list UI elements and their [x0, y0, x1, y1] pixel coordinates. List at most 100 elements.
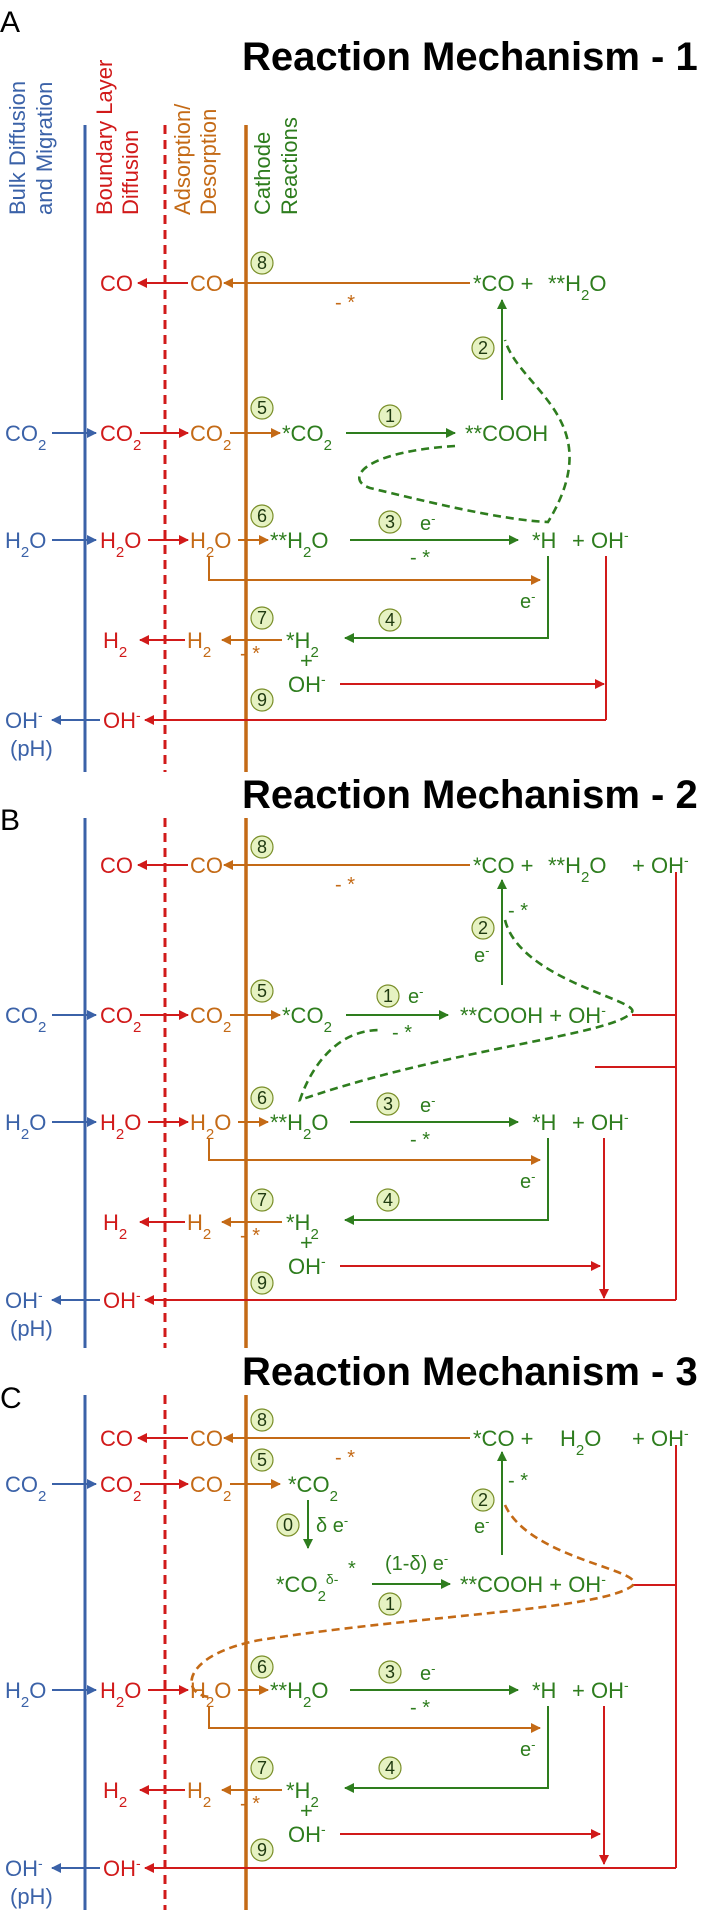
species-label: - * — [392, 1022, 412, 1044]
species-label: 2 — [478, 918, 488, 938]
species-label: - — [601, 1002, 606, 1018]
step-marker — [376, 1092, 400, 1116]
species-label: CO2 — [190, 1472, 231, 1505]
species-label: e — [420, 1095, 431, 1117]
species-label: CO2 — [190, 1003, 231, 1036]
species-label: 1 — [385, 406, 395, 426]
species-label: 2 — [310, 644, 318, 661]
species-label: + OH — [572, 1678, 624, 1703]
species-label: H — [560, 1426, 576, 1451]
species-label: 2 — [203, 1226, 211, 1243]
species-label: + OH — [572, 528, 624, 553]
species-label: - * — [335, 1447, 355, 1469]
species-label: H — [190, 1678, 206, 1703]
species-label: Reactions — [277, 117, 302, 215]
species-label: H — [5, 1678, 21, 1703]
species-label: e- — [474, 1514, 489, 1539]
species-label: 2 — [206, 1126, 214, 1143]
species-label: CO — [5, 421, 38, 446]
panel-title-a: Reaction Mechanism - 1 — [242, 35, 698, 79]
step-marker — [250, 1271, 274, 1295]
species-label: 2 — [203, 1794, 211, 1811]
species-label: + OH- — [572, 1677, 629, 1703]
species-label: (pH) — [10, 1884, 53, 1909]
species-label: 2 — [310, 1794, 318, 1811]
species-label: 4 — [385, 610, 395, 630]
species-label: **H — [270, 1678, 303, 1703]
species-label: OH- — [103, 1855, 141, 1881]
species-label: *CO2 — [288, 1472, 338, 1505]
ph-label: (pH) — [10, 736, 53, 761]
species-label: CO — [5, 1003, 38, 1028]
species-label: - — [38, 1855, 43, 1871]
h2-boundary: H2 — [103, 628, 127, 661]
species-label: H2 — [103, 1778, 127, 1811]
species-label: 3 — [383, 1094, 393, 1114]
step-marker — [250, 1655, 274, 1679]
species-label: *H — [532, 1678, 556, 1703]
h2o-bulk: H2O — [5, 528, 46, 561]
species-label: *CO + — [473, 853, 534, 878]
plus-oh: + OH- — [572, 527, 629, 553]
reaction-arrow — [595, 872, 677, 1068]
species-label: - — [601, 1571, 606, 1587]
step-marker — [471, 916, 495, 940]
species-label: O — [311, 528, 328, 553]
species-label: H2O — [190, 1678, 231, 1711]
step-marker — [471, 1488, 495, 1512]
species-label: OH- — [288, 1253, 326, 1279]
species-label: O — [124, 1678, 141, 1703]
species-label: 2 — [330, 1488, 338, 1505]
species-label: 8 — [257, 837, 267, 857]
species-label: OH- — [5, 1855, 43, 1881]
species-label: *CO2δ- — [276, 1571, 339, 1605]
step-6 — [250, 504, 274, 528]
species-label: 2 — [116, 544, 124, 561]
species-label: 5 — [257, 398, 267, 418]
species-label: 2 — [303, 1126, 311, 1143]
star-star-h2o-row: **H2O — [270, 528, 328, 561]
species-label: Cathode — [250, 132, 275, 215]
species-label: O — [124, 528, 141, 553]
species-label: OH — [288, 1254, 321, 1279]
species-label: O — [589, 853, 606, 878]
species-label: 8 — [257, 253, 267, 273]
header-cathode: Cathode Reactions — [250, 117, 302, 215]
panel-c: C Reaction Mechanism - 3 CO CO - * *CO +… — [0, 1350, 698, 1910]
species-label: OH- — [103, 1287, 141, 1313]
species-label: 9 — [257, 1273, 267, 1293]
species-label: 2 — [581, 287, 589, 304]
step-4 — [378, 608, 402, 632]
species-label: e — [520, 1171, 531, 1193]
species-label: e- — [420, 1661, 435, 1686]
species-label: - — [531, 1737, 535, 1752]
panel-title-c: Reaction Mechanism - 3 — [242, 1350, 698, 1394]
species-label: - — [136, 1855, 141, 1871]
species-label: O — [29, 1678, 46, 1703]
species-label: *CO — [282, 1003, 324, 1028]
species-label: CO — [190, 421, 223, 446]
species-label: - — [431, 1093, 435, 1108]
species-label: - * — [240, 1793, 260, 1815]
species-label: **H2O — [270, 1110, 328, 1143]
species-label: 6 — [257, 1088, 267, 1108]
species-label: 2 — [206, 544, 214, 561]
species-label: 2 — [133, 1488, 141, 1505]
reaction-arrow — [208, 557, 541, 585]
step-marker — [250, 1838, 274, 1862]
species-label: CO — [100, 1426, 133, 1451]
step-marker — [276, 1513, 300, 1537]
species-label: - — [344, 1513, 348, 1528]
species-label: H — [190, 1110, 206, 1135]
minus-star-label: - * — [410, 547, 430, 569]
species-label: * — [348, 1558, 356, 1580]
species-label: 2 — [576, 1442, 584, 1459]
species-label: e- — [520, 1737, 535, 1762]
species-label: CO — [190, 1003, 223, 1028]
species-label: H2 — [187, 1778, 211, 1811]
species-label: 2 — [21, 544, 29, 561]
species-label: - — [624, 1109, 629, 1125]
co-boundary: CO — [100, 271, 133, 296]
species-label: 2 — [116, 1694, 124, 1711]
step-7 — [250, 606, 274, 630]
